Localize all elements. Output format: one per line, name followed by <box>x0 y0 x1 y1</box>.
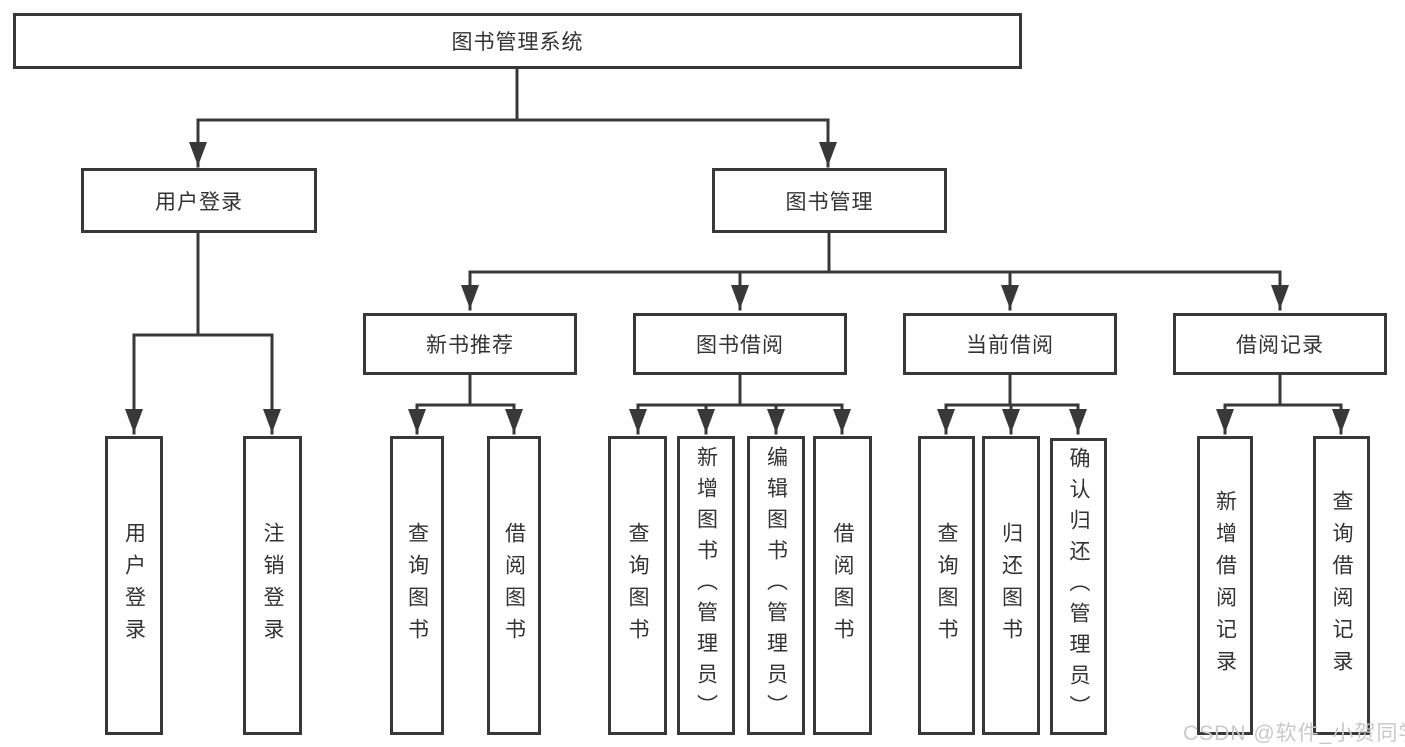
leaf-bb-borrow-books: 借阅图书 <box>813 436 872 735</box>
connector-current-borrow-children <box>937 373 1087 435</box>
leaf-cb-return-books: 归还图书 <box>982 436 1040 735</box>
node-new-book-recommend: 新书推荐 <box>363 313 577 375</box>
leaf-cb-confirm-return-admin-label: 确认归还（管理员） <box>1067 447 1090 726</box>
leaf-br-query-record-label: 查询借阅记录 <box>1330 489 1353 682</box>
leaf-bb-add-books-admin-label: 新增图书（管理员） <box>694 446 718 725</box>
node-borrow-records: 借阅记录 <box>1173 313 1387 375</box>
leaf-nb-query-books: 查询图书 <box>390 436 444 735</box>
node-book-borrow: 图书借阅 <box>633 313 847 375</box>
leaf-logout: 注销登录 <box>243 436 302 735</box>
leaf-nb-borrow-books-label: 借阅图书 <box>502 521 526 650</box>
leaf-br-query-record: 查询借阅记录 <box>1313 436 1370 735</box>
node-library-management-system: 图书管理系统 <box>13 13 1022 69</box>
leaf-nb-query-books-label: 查询图书 <box>405 521 429 650</box>
node-user-login: 用户登录 <box>81 168 317 233</box>
leaf-nb-borrow-books: 借阅图书 <box>487 436 541 735</box>
connector-new-book-children <box>408 373 523 435</box>
node-book-management: 图书管理 <box>712 168 947 233</box>
leaf-logout-label: 注销登录 <box>261 521 284 650</box>
leaf-bb-add-books-admin: 新增图书（管理员） <box>677 436 735 735</box>
leaf-cb-query-books-label: 查询图书 <box>935 521 958 650</box>
connector-borrow-records-children <box>1216 373 1350 435</box>
connector-root-to-level2 <box>189 66 837 168</box>
leaf-cb-confirm-return-admin: 确认归还（管理员） <box>1050 438 1107 735</box>
connector-book-management-to-level3 <box>461 231 1289 311</box>
leaf-user-login-label: 用户登录 <box>122 521 146 650</box>
leaf-bb-borrow-books-label: 借阅图书 <box>831 521 854 650</box>
leaf-bb-edit-books-admin-label: 编辑图书（管理员） <box>764 446 788 725</box>
leaf-br-add-record: 新增借阅记录 <box>1197 436 1253 735</box>
leaf-cb-return-books-label: 归还图书 <box>999 521 1023 650</box>
leaf-cb-query-books: 查询图书 <box>918 436 975 735</box>
connector-user-login-children <box>125 231 281 435</box>
leaf-bb-edit-books-admin: 编辑图书（管理员） <box>747 436 805 735</box>
connector-book-borrow-children <box>629 373 851 435</box>
leaf-br-add-record-label: 新增借阅记录 <box>1213 489 1237 682</box>
leaf-bb-query-books: 查询图书 <box>608 436 667 735</box>
leaf-bb-query-books-label: 查询图书 <box>626 521 649 650</box>
leaf-user-login: 用户登录 <box>105 436 163 735</box>
node-current-borrow: 当前借阅 <box>903 313 1117 375</box>
csdn-watermark: CSDN @软件_小贺同学 <box>1183 722 1405 745</box>
